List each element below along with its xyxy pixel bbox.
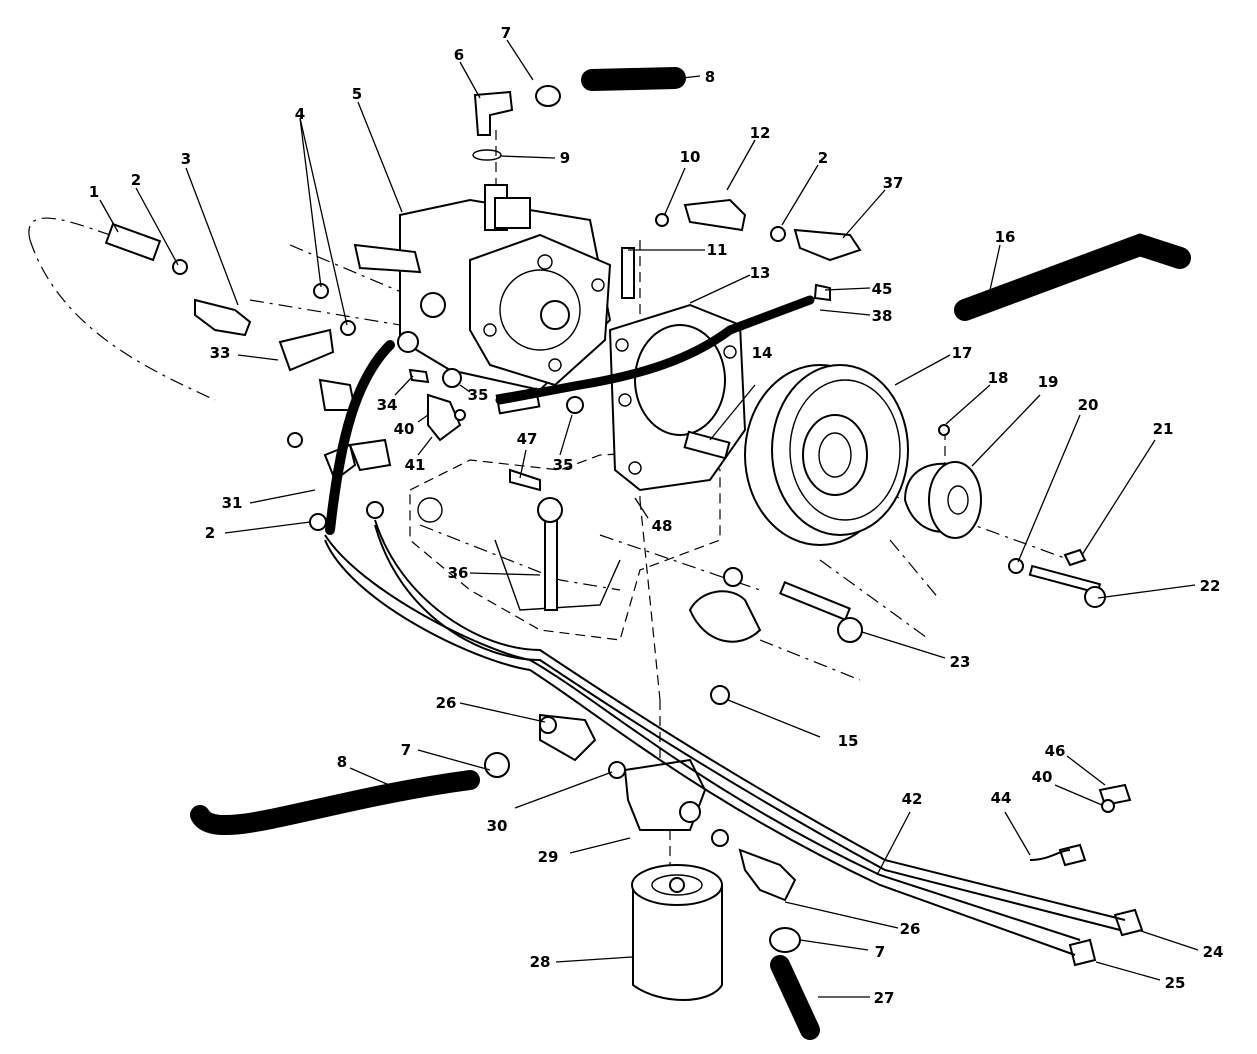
callouts: 1 2 3 4 5 6 7 8 9 10 11 12 2 37 16 13 45… [89, 24, 1224, 1007]
oil-tubes [324, 519, 1126, 956]
callout-9: 9 [560, 149, 570, 167]
callout-10: 10 [680, 148, 701, 166]
callout-30: 30 [487, 817, 508, 835]
callout-24: 24 [1203, 943, 1224, 961]
callout-48: 48 [652, 517, 673, 535]
callout-42: 42 [902, 790, 923, 808]
callout-15: 15 [838, 732, 859, 750]
callout-29: 29 [538, 848, 559, 866]
callout-16: 16 [995, 228, 1016, 246]
callout-14: 14 [752, 344, 773, 362]
callout-41: 41 [405, 456, 426, 474]
hoses [190, 67, 1191, 1040]
callout-33: 33 [210, 344, 231, 362]
callout-13: 13 [750, 264, 771, 282]
callout-2-left: 2 [205, 524, 215, 542]
fittings [104, 85, 1144, 967]
callout-2-right: 2 [818, 149, 828, 167]
callout-45: 45 [872, 280, 893, 298]
callout-17: 17 [952, 344, 973, 362]
callout-4: 4 [295, 105, 305, 123]
callout-21: 21 [1153, 420, 1174, 438]
callout-8-lower: 8 [337, 753, 347, 771]
callout-40-right: 40 [1032, 768, 1053, 786]
callout-6: 6 [454, 46, 464, 64]
callout-2: 2 [131, 171, 141, 189]
callout-47: 47 [517, 430, 538, 448]
engine-bracket-outline [409, 449, 721, 641]
callout-44: 44 [991, 789, 1012, 807]
callout-23: 23 [950, 653, 971, 671]
callout-18: 18 [988, 369, 1009, 387]
callout-11: 11 [707, 241, 728, 259]
callout-20: 20 [1078, 396, 1099, 414]
callout-35-upper: 35 [468, 386, 489, 404]
callout-38: 38 [872, 307, 893, 325]
callout-28: 28 [530, 953, 551, 971]
callout-36: 36 [448, 564, 469, 582]
callout-26-top: 26 [436, 694, 457, 712]
callout-34: 34 [377, 396, 398, 414]
callout-26-lower: 26 [900, 920, 921, 938]
callout-27: 27 [874, 989, 895, 1007]
pulley [744, 364, 909, 546]
callout-12: 12 [750, 124, 771, 142]
callout-40-left: 40 [394, 420, 415, 438]
callout-7-mid: 7 [401, 741, 411, 759]
pulley-hub [903, 461, 982, 539]
hydraulic-pump [399, 184, 612, 392]
callout-19: 19 [1038, 373, 1059, 391]
callout-8-top: 8 [705, 68, 715, 86]
callout-1: 1 [89, 183, 99, 201]
callout-25: 25 [1165, 974, 1186, 992]
callout-7-top: 7 [501, 24, 511, 42]
callout-31: 31 [222, 494, 243, 512]
callout-22: 22 [1200, 577, 1221, 595]
callout-3: 3 [181, 150, 191, 168]
callout-7-lower: 7 [875, 943, 885, 961]
callout-5: 5 [352, 85, 362, 103]
callout-46: 46 [1045, 742, 1066, 760]
callout-37: 37 [883, 174, 904, 192]
oil-filter [631, 864, 723, 1001]
callout-35-lower: 35 [553, 456, 574, 474]
